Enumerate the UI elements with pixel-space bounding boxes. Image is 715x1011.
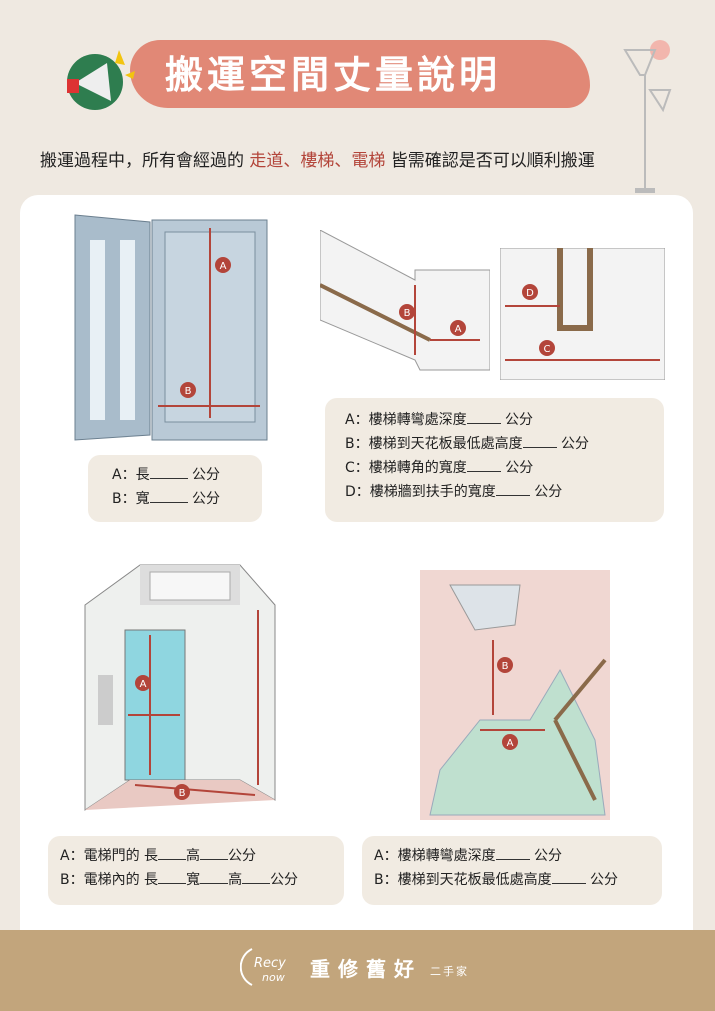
svg-text:B: B xyxy=(179,788,186,799)
svg-text:D: D xyxy=(526,288,534,299)
measure-line-a: A：長 公分 xyxy=(112,467,221,483)
measure-line-b: B：樓梯到天花板最低處高度 公分 xyxy=(345,436,590,452)
title-banner xyxy=(130,40,590,108)
elevator-measure-box: A：電梯門的 長高公分 B：電梯內的 長寬高公分 xyxy=(48,836,344,905)
subtitle: 搬運過程中，所有會經過的 走道、樓梯、電梯 皆需確認是否可以順利搬運 xyxy=(40,151,595,171)
brand-name: 重修舊好 xyxy=(310,956,422,981)
stairs-measure-box: A：樓梯轉彎處深度 公分 B：樓梯到天花板最低處高度 公分 xyxy=(362,836,662,905)
svg-text:A: A xyxy=(140,679,147,690)
brand-sub: 二手家 xyxy=(430,965,469,978)
measure-line-a: A：電梯門的 長高公分 xyxy=(60,848,257,864)
svg-text:A: A xyxy=(455,324,462,335)
label-a: A xyxy=(220,261,227,272)
measure-line-c: C：樓梯轉角的寬度 公分 xyxy=(345,460,534,476)
megaphone-icon xyxy=(67,50,135,110)
measure-line-d: D：樓梯牆到扶手的寬度 公分 xyxy=(345,484,563,500)
measure-line-a: A：樓梯轉彎處深度 公分 xyxy=(345,412,534,428)
svg-text:Recy: Recy xyxy=(254,956,286,971)
svg-text:A: A xyxy=(507,738,514,749)
lamp-decoration xyxy=(623,40,672,193)
svg-text:C: C xyxy=(544,344,551,355)
elevator-illustration: A B xyxy=(84,564,276,811)
measure-line-b: B：寬 公分 xyxy=(112,491,221,507)
stair-top-illustration: D C xyxy=(500,248,665,380)
svg-text:now: now xyxy=(262,971,285,984)
door-measure-box: A：長 公分 B：寬 公分 xyxy=(88,455,262,522)
measure-line-b: B：樓梯到天花板最低處高度 公分 xyxy=(374,872,619,888)
svg-text:B: B xyxy=(404,308,411,319)
page-title: 搬運空間丈量說明 xyxy=(165,53,502,97)
door-illustration: A B xyxy=(74,214,268,441)
stair-side-illustration: B A xyxy=(320,230,490,371)
measure-line-a: A：樓梯轉彎處深度 公分 xyxy=(374,848,563,864)
svg-text:B: B xyxy=(502,661,509,672)
label-b: B xyxy=(185,386,192,397)
footer xyxy=(0,930,715,1011)
stairs-illustration: B A xyxy=(420,570,610,820)
measure-line-b: B：電梯內的 長寬高公分 xyxy=(60,872,299,888)
stair-turn-measure-box: A：樓梯轉彎處深度 公分 B：樓梯到天花板最低處高度 公分 C：樓梯轉角的寬度 … xyxy=(325,398,664,522)
